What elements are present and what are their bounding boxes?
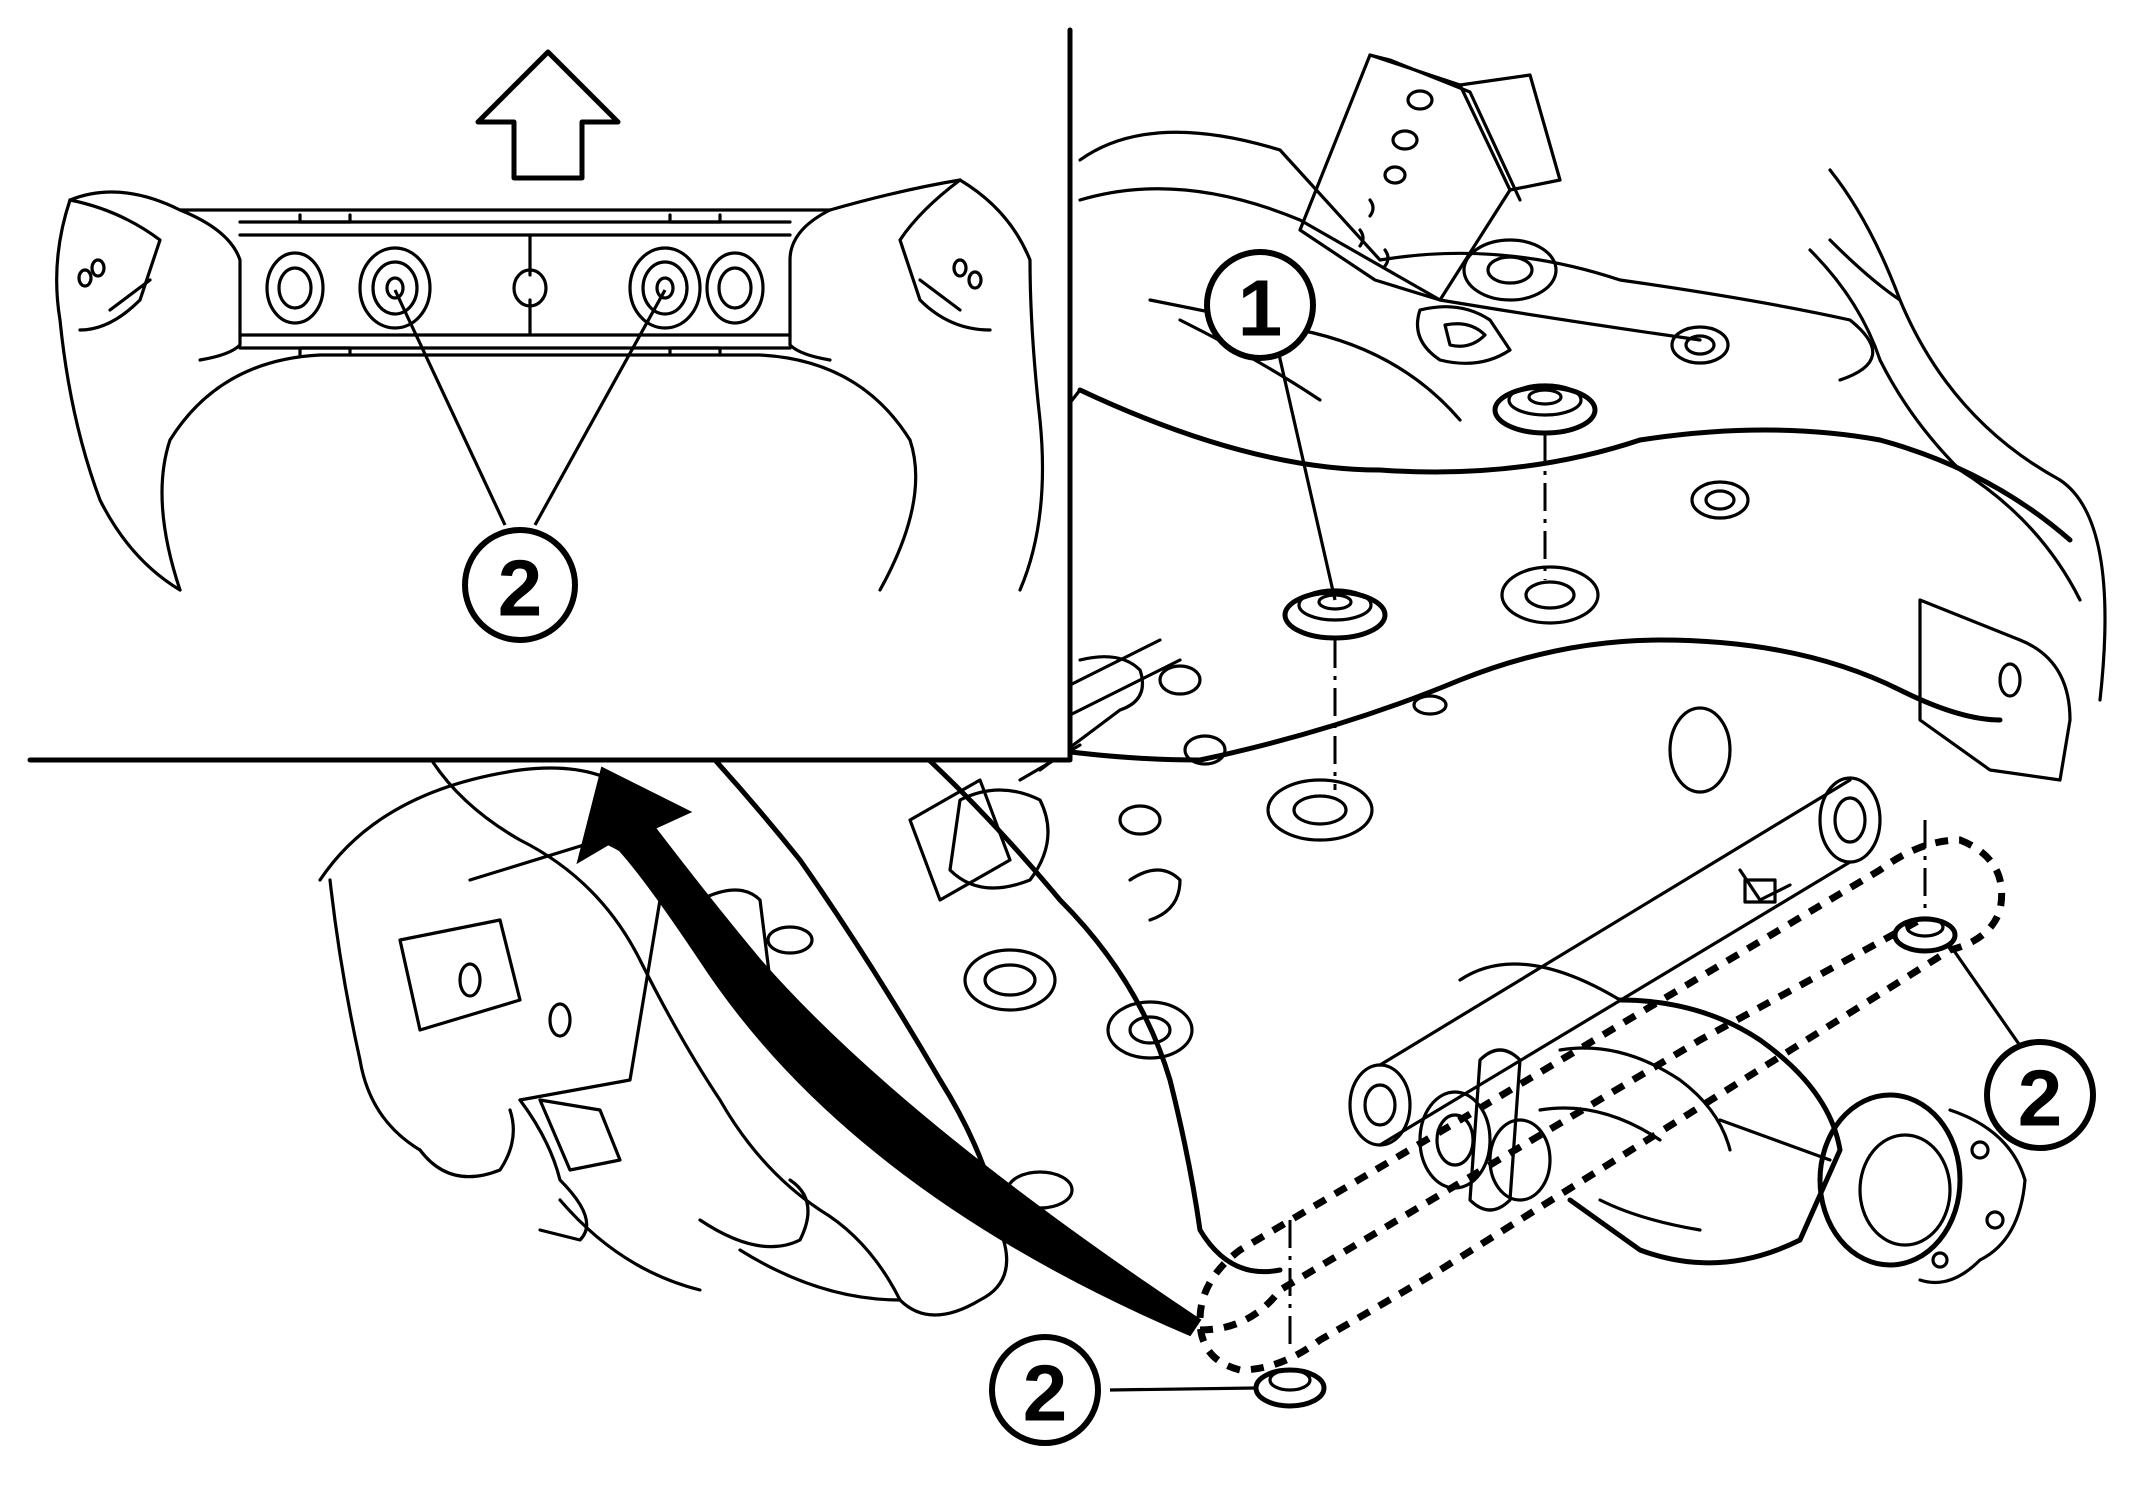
callout-2-inset: 2	[462, 527, 578, 643]
differential-assembly	[1348, 598, 2072, 1285]
curved-arrow-icon	[576, 766, 1202, 1337]
svg-text:2: 2	[498, 544, 543, 633]
svg-text:2: 2	[2018, 1054, 2063, 1143]
callout-2-bottom: 2	[989, 1334, 1101, 1446]
callout-1: 1	[1204, 249, 1316, 361]
mount-holes	[766, 238, 1750, 1210]
callout-2-right: 2	[1984, 1039, 2096, 1151]
up-arrow-icon	[475, 49, 621, 181]
svg-text:2: 2	[1023, 1349, 1068, 1438]
svg-text:1: 1	[1238, 264, 1283, 353]
crossmember-top-view	[55, 178, 1045, 592]
inset-panel	[0, 0, 1073, 763]
dashed-highlight-outline	[1196, 836, 2006, 1374]
